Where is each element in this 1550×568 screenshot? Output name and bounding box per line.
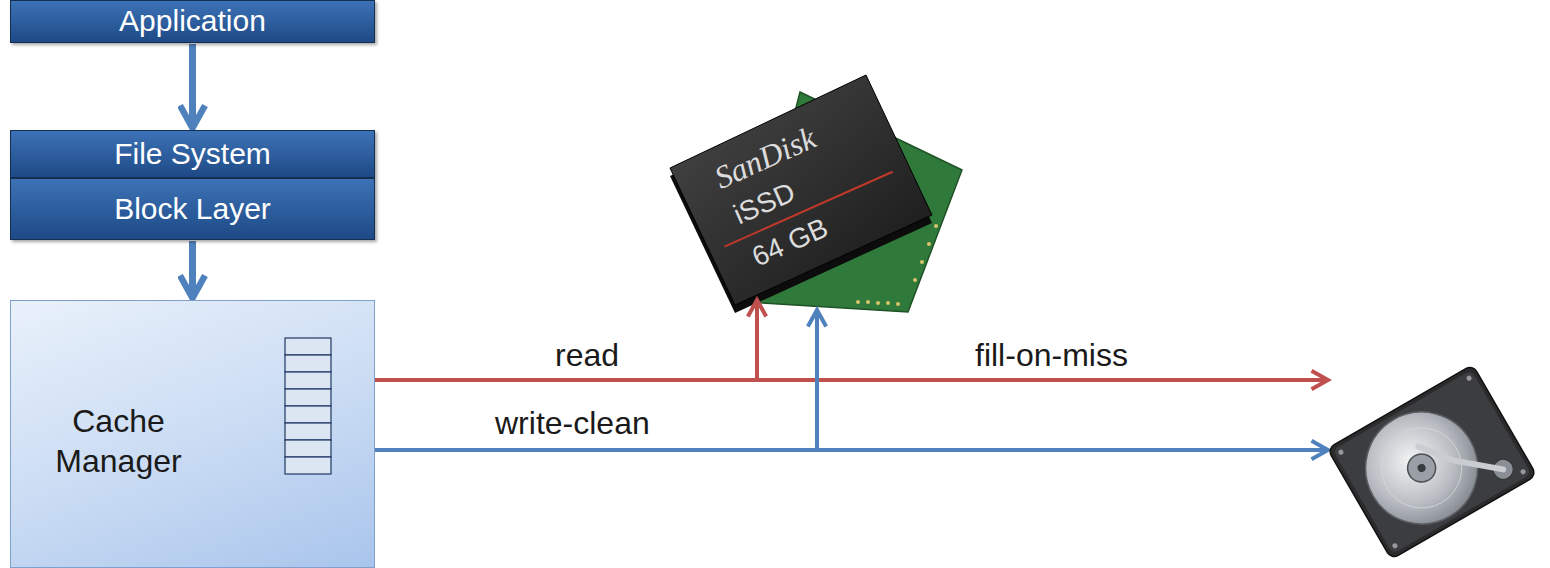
read-arrow — [375, 378, 1328, 382]
node-label: Cache Manager — [31, 401, 206, 481]
arrow-label: write-clean — [495, 405, 650, 442]
flow-arrow — [189, 241, 196, 298]
node-label: File System — [114, 137, 271, 172]
layer-box: Application — [10, 0, 375, 43]
arrow-label: read — [555, 337, 619, 374]
node-label: Block Layer — [114, 192, 271, 227]
cache-manager-box: Cache Manager — [10, 300, 375, 568]
hard-disk — [1327, 365, 1536, 560]
layer-box: Block Layer — [10, 178, 375, 240]
write-ssd-arrow — [815, 310, 819, 450]
layer-box: File System — [10, 130, 375, 178]
queue-icon — [284, 337, 334, 475]
node-label: Application — [119, 4, 266, 39]
write-arrow — [375, 448, 1328, 452]
read-ssd-arrow — [755, 300, 759, 380]
flow-arrow — [189, 44, 196, 128]
arrow-label: fill-on-miss — [975, 337, 1128, 374]
ssd-chip — [670, 75, 962, 313]
